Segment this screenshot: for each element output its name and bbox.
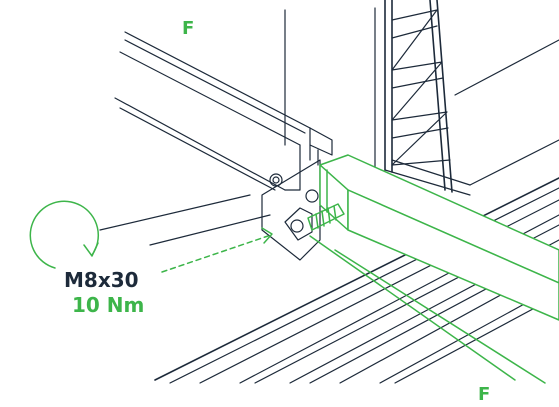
frame-label-top: F <box>182 18 194 39</box>
dashed-insertion-arrow-icon <box>161 227 273 273</box>
torque-label: 10 Nm <box>72 293 144 317</box>
clockwise-rotation-arrow-icon <box>29 200 99 269</box>
frame-label-bottom: F <box>478 384 490 405</box>
back-wall <box>284 7 559 186</box>
upper-rail <box>114 31 333 191</box>
truss-ladder <box>384 0 471 196</box>
bolt-icon <box>284 203 345 241</box>
floor-lines <box>99 194 271 246</box>
bolt-spec-label: M8x30 <box>64 268 139 292</box>
green-beam <box>309 154 559 384</box>
corner-bracket <box>261 159 321 261</box>
